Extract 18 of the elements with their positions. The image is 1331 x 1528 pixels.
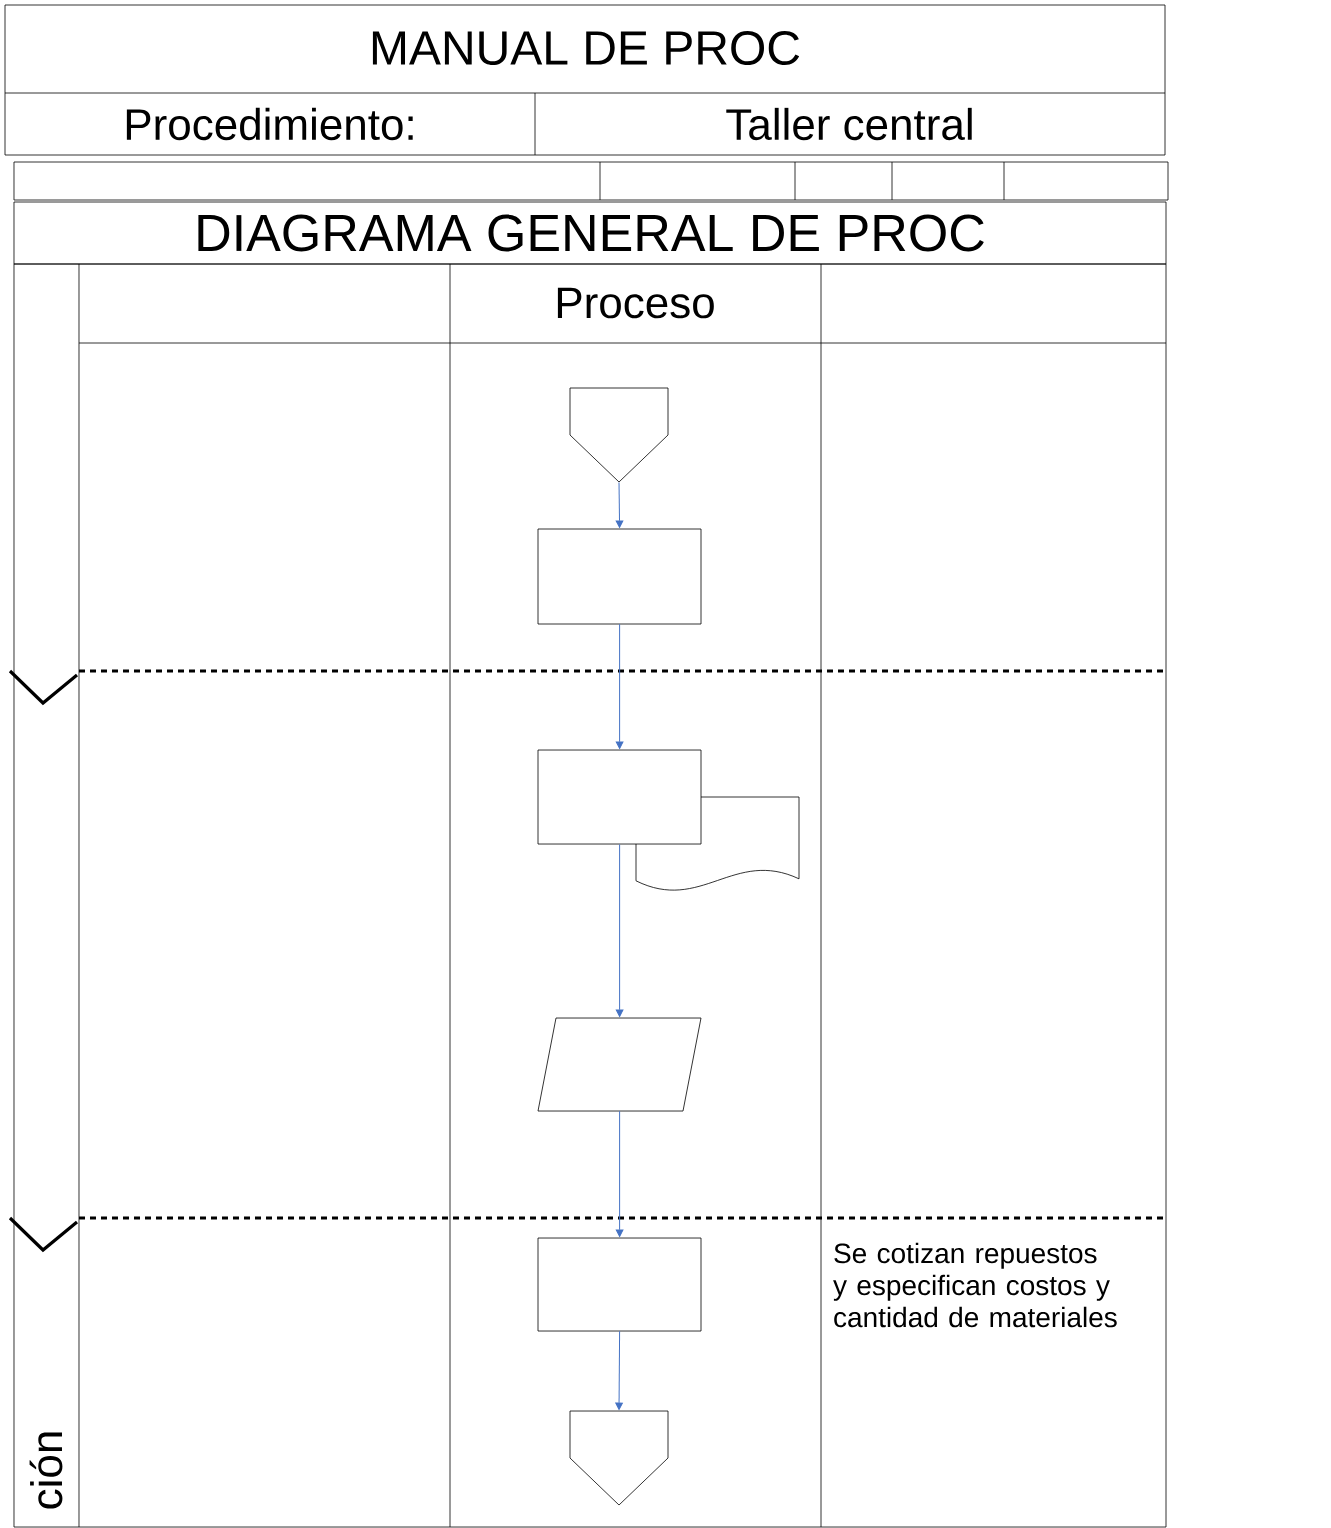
arrow xyxy=(615,843,624,1017)
heading-text: DIAGRAMA GENERAL DE PROC xyxy=(198,214,984,252)
process-box xyxy=(537,528,702,625)
lane-label: ción xyxy=(29,1432,63,1509)
data-parallelogram xyxy=(537,1017,702,1112)
process-box xyxy=(537,1237,702,1332)
header-text: Taller central xyxy=(726,107,972,141)
connector-pentagon xyxy=(569,387,669,483)
connector-pentagon xyxy=(569,1410,669,1506)
arrow xyxy=(615,1110,624,1237)
process-box xyxy=(537,749,702,845)
column-header: Proceso xyxy=(557,287,714,319)
arrow xyxy=(615,481,624,528)
description-text: Se cotizan repuestos y especifican costos y cantidad de materiales xyxy=(833,1242,1117,1328)
header-text: Procedimiento: xyxy=(126,107,413,141)
arrow xyxy=(615,1330,623,1410)
arrow xyxy=(615,623,624,749)
title-text: MANUAL DE PROC xyxy=(372,31,800,65)
